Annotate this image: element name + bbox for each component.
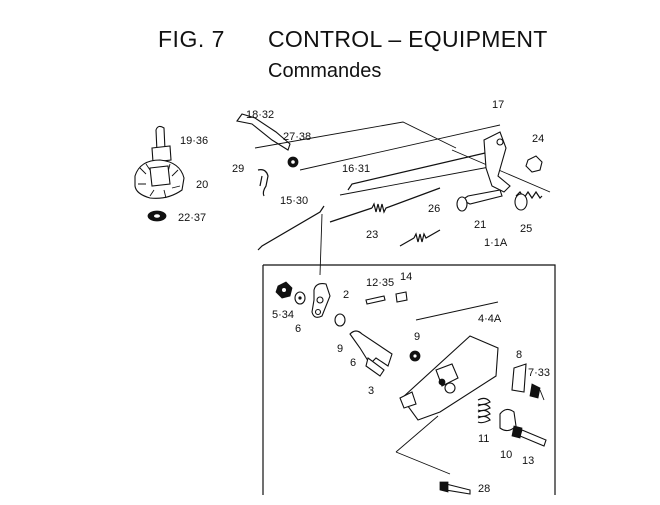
spring-25	[515, 190, 543, 200]
callout-1-1a: 1·1A	[484, 237, 508, 249]
callout-8: 8	[516, 349, 522, 361]
leader-lines-upper	[254, 121, 551, 196]
callout-23: 23	[366, 229, 378, 241]
figure-number: FIG. 7	[158, 26, 225, 52]
bolt-28	[445, 483, 471, 495]
callout-2: 2	[343, 289, 349, 301]
screw-12	[365, 295, 386, 305]
callout-17: 17	[492, 99, 504, 111]
spring-26	[399, 229, 441, 247]
washer-9-left	[334, 313, 346, 327]
lever-3	[349, 330, 393, 367]
callout-12-35: 12·35	[366, 277, 394, 289]
rod-18	[236, 113, 291, 151]
assembly-frame	[262, 264, 556, 495]
bolt-21	[460, 189, 503, 205]
callout-19-36: 19·36	[180, 135, 208, 147]
nut-24	[525, 155, 543, 173]
callout-20: 20	[196, 179, 208, 191]
callout-26: 26	[428, 203, 440, 215]
leader-lines-inner	[319, 213, 499, 475]
bolt-7	[529, 383, 541, 399]
callout-27-38: 27·38	[283, 131, 311, 143]
link-rod-16	[347, 149, 499, 191]
callout-5-34: 5·34	[272, 309, 294, 321]
figure-subtitle: Commandes	[268, 60, 382, 82]
plate-8	[511, 363, 527, 393]
callout-9-a: 9	[337, 343, 343, 355]
callout-13: 13	[522, 455, 534, 467]
callout-25: 25	[520, 223, 532, 235]
callout-29: 29	[232, 163, 244, 175]
lever-17	[483, 131, 511, 193]
callout-21: 21	[474, 219, 486, 231]
figure-title: CONTROL – EQUIPMENT	[268, 26, 548, 52]
spring-11	[477, 397, 491, 424]
callout-6-a: 6	[295, 323, 301, 335]
callout-28: 28	[478, 483, 490, 495]
callout-7-33: 7·33	[528, 367, 550, 379]
governor-gear	[134, 125, 185, 222]
callout-18-32: 18·32	[246, 109, 274, 121]
callout-16-31: 16·31	[342, 163, 370, 175]
callout-4-4a: 4·4A	[478, 313, 502, 325]
cap-10	[499, 408, 517, 432]
callout-10: 10	[500, 449, 512, 461]
callout-6-b: 6	[350, 357, 356, 369]
callout-15-30: 15·30	[280, 195, 308, 207]
callout-3: 3	[368, 385, 374, 397]
callout-9-b: 9	[414, 331, 420, 343]
callout-22-37: 22·37	[178, 212, 206, 224]
spring-23	[329, 187, 441, 223]
callout-14: 14	[400, 271, 412, 283]
bolt-13	[519, 429, 547, 447]
callout-11: 11	[478, 433, 489, 445]
rod-15	[257, 205, 325, 251]
callout-labels: 19·36 20 22·37 18·32 27·38 29 16·31 15·3…	[178, 99, 550, 495]
clip-29	[257, 169, 269, 197]
callout-24: 24	[532, 133, 544, 145]
screw-14	[395, 291, 408, 303]
